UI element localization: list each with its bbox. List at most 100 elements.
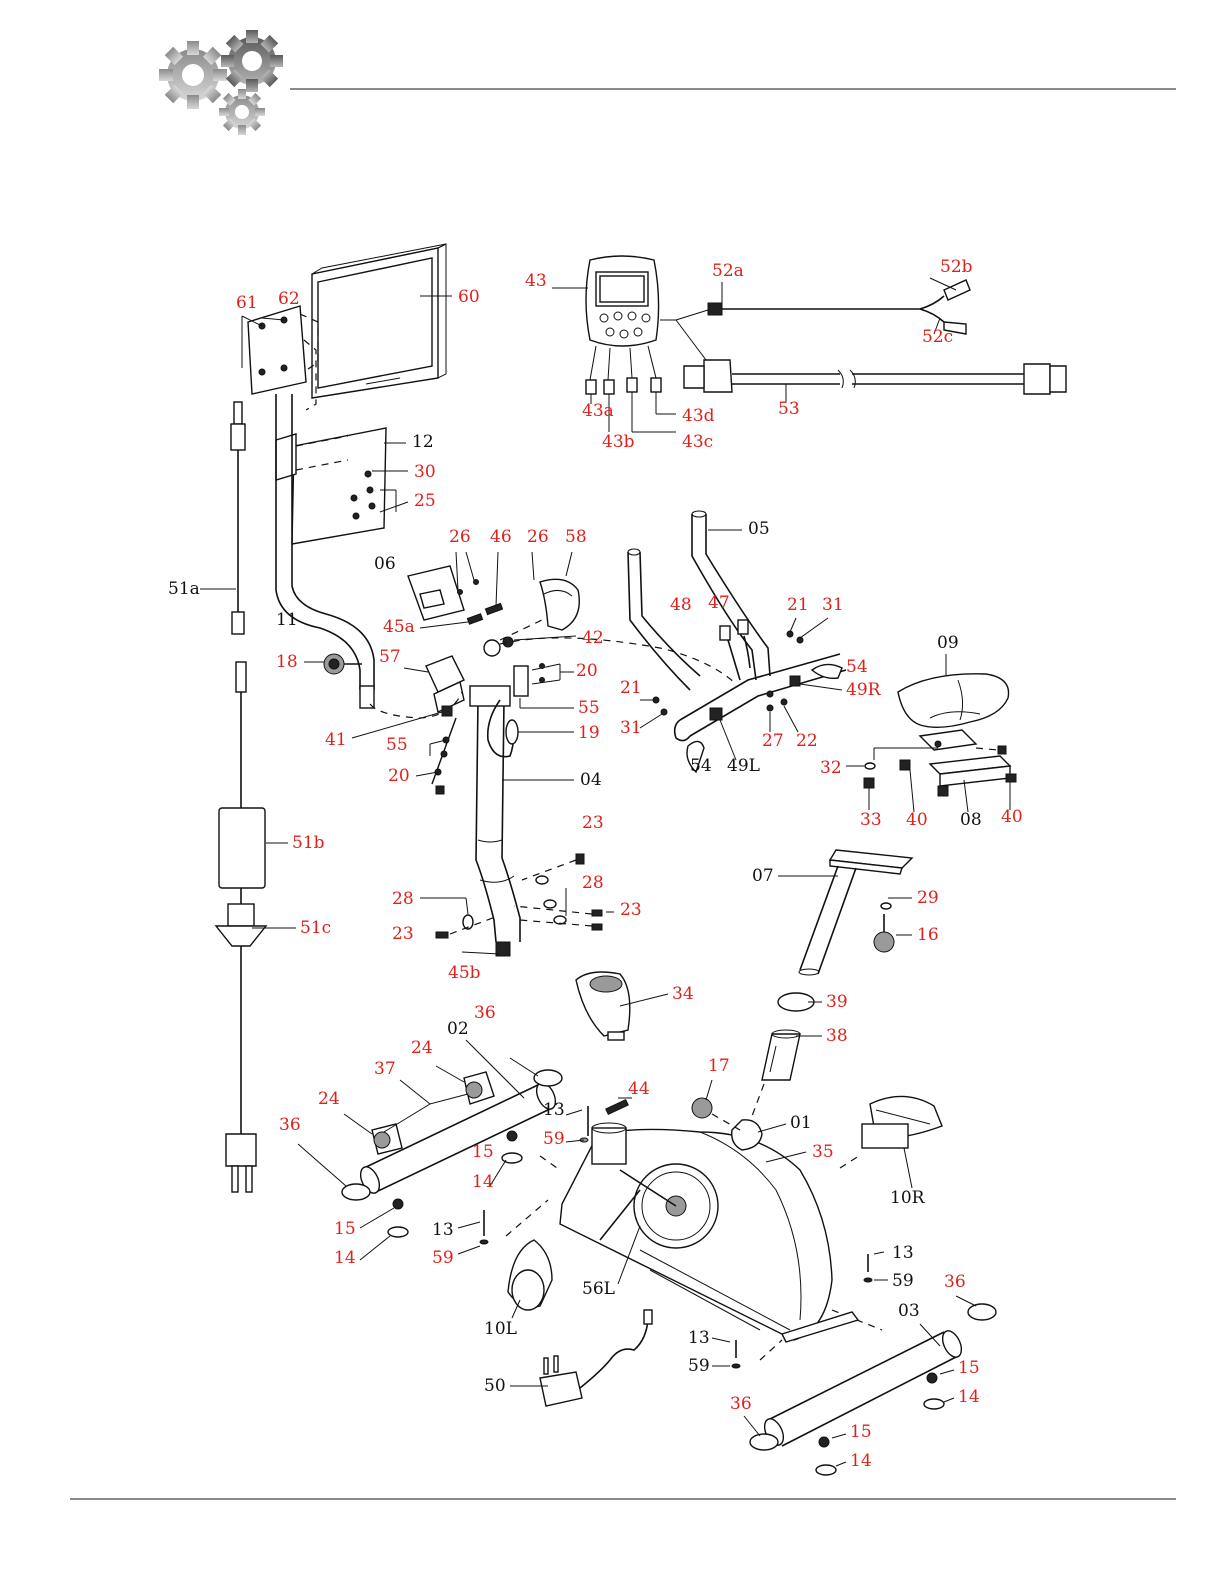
part-label-p54a: 54 bbox=[846, 657, 868, 677]
main-frame-body-part-01 bbox=[505, 1079, 883, 1361]
part-label-p16: 16 bbox=[917, 925, 939, 945]
ac-adapter-part-50 bbox=[539, 1309, 653, 1407]
part-label-p52a: 52a bbox=[712, 261, 744, 281]
seat-slider-part-08 bbox=[846, 747, 1017, 813]
part-label-p37: 37 bbox=[374, 1059, 396, 1079]
part-label-p41: 41 bbox=[325, 730, 347, 750]
part-label-p24a: 24 bbox=[411, 1038, 433, 1058]
rings-part-38-39 bbox=[751, 992, 815, 1117]
part-label-p23a: 23 bbox=[582, 813, 604, 833]
part-label-p55a: 55 bbox=[578, 698, 600, 718]
part-label-p21a: 21 bbox=[787, 595, 809, 615]
part-label-p38: 38 bbox=[826, 1026, 848, 1046]
part-label-p15c: 15 bbox=[958, 1358, 980, 1378]
bolts-washers-part-23-28 bbox=[420, 853, 614, 955]
console-mount-cluster bbox=[351, 551, 580, 795]
part-label-p36c: 36 bbox=[944, 1272, 966, 1292]
part-label-p13d: 13 bbox=[688, 1328, 710, 1348]
bolts-part-13-59 bbox=[457, 1210, 888, 1367]
part-label-p42: 42 bbox=[582, 628, 604, 648]
part-label-p27: 27 bbox=[762, 731, 784, 751]
part-label-p52c: 52c bbox=[922, 327, 953, 347]
front-stabilizer-part-02 bbox=[297, 1039, 563, 1261]
part-label-p22: 22 bbox=[796, 731, 818, 751]
part-label-p15d: 15 bbox=[850, 1422, 872, 1442]
part-label-p59c: 59 bbox=[892, 1271, 914, 1291]
part-label-p58: 58 bbox=[565, 527, 587, 547]
av-cable-part-52 bbox=[675, 277, 971, 335]
monitor-bracket-part bbox=[241, 305, 319, 411]
console-part-43 bbox=[585, 255, 676, 433]
part-label-p21b: 21 bbox=[620, 678, 642, 698]
part-label-p55b: 55 bbox=[386, 735, 408, 755]
part-label-p03: 03 bbox=[898, 1301, 920, 1321]
part-label-p47: 47 bbox=[708, 593, 730, 613]
part-label-p34: 34 bbox=[672, 984, 694, 1004]
part-label-p59a: 59 bbox=[543, 1129, 565, 1149]
part-label-p18: 18 bbox=[276, 652, 298, 672]
part-label-p60: 60 bbox=[458, 287, 480, 307]
part-label-p49R: 49R bbox=[846, 680, 882, 700]
handlebar-part-05 bbox=[499, 510, 847, 774]
part-label-p13a: 13 bbox=[543, 1100, 565, 1120]
cable-part-51a bbox=[230, 401, 246, 635]
part-label-p56L: 56L bbox=[582, 1279, 615, 1299]
part-label-p09: 09 bbox=[937, 633, 959, 653]
part-label-p43: 43 bbox=[525, 271, 547, 291]
pedal-part-10L bbox=[507, 1239, 553, 1319]
part-label-p31b: 31 bbox=[620, 718, 642, 738]
part-label-p07: 07 bbox=[752, 866, 774, 886]
part-label-p45a: 45a bbox=[383, 617, 415, 637]
part-label-p35: 35 bbox=[812, 1142, 834, 1162]
part-label-p05: 05 bbox=[748, 519, 770, 539]
part-label-p32: 32 bbox=[820, 758, 842, 778]
handlebar-post-part-11 bbox=[275, 394, 375, 709]
power-adapter-part-51b bbox=[218, 661, 266, 904]
part-label-p10R: 10R bbox=[890, 1188, 926, 1208]
part-label-p59d: 59 bbox=[688, 1356, 710, 1376]
leader-line-p34 bbox=[619, 993, 669, 1007]
part-label-p23c: 23 bbox=[392, 924, 414, 944]
upright-frame-part-04 bbox=[469, 639, 521, 957]
part-label-p14c: 14 bbox=[958, 1387, 980, 1407]
gears-logo-icon bbox=[159, 30, 283, 135]
part-label-p43d: 43d bbox=[682, 406, 715, 426]
part-label-p04: 04 bbox=[580, 770, 602, 790]
part-label-p50: 50 bbox=[484, 1376, 506, 1396]
part-label-p13c: 13 bbox=[892, 1243, 914, 1263]
part-label-p61: 61 bbox=[236, 293, 258, 313]
part-label-p29: 29 bbox=[917, 888, 939, 908]
part-label-p28a: 28 bbox=[582, 873, 604, 893]
part-label-p26b: 26 bbox=[527, 527, 549, 547]
part-label-p48: 48 bbox=[670, 595, 692, 615]
part-label-p24b: 24 bbox=[318, 1089, 340, 1109]
part-label-p51c: 51c bbox=[300, 918, 331, 938]
part-label-p13b: 13 bbox=[432, 1220, 454, 1240]
part-label-p59b: 59 bbox=[432, 1248, 454, 1268]
pedal-part-10R bbox=[861, 1095, 943, 1189]
part-label-p14a: 14 bbox=[472, 1172, 494, 1192]
part-label-p10L: 10L bbox=[484, 1319, 517, 1339]
part-label-p53: 53 bbox=[778, 399, 800, 419]
part-label-p44: 44 bbox=[628, 1079, 650, 1099]
part-label-p26a: 26 bbox=[449, 527, 471, 547]
part-label-p19: 19 bbox=[578, 723, 600, 743]
part-label-p57: 57 bbox=[379, 647, 401, 667]
part-label-p43c: 43c bbox=[682, 432, 713, 452]
part-label-p49L: 49L bbox=[727, 756, 760, 776]
part-label-p30: 30 bbox=[414, 462, 436, 482]
part-label-p08: 08 bbox=[960, 810, 982, 830]
part-label-p51a: 51a bbox=[168, 579, 200, 599]
part-label-p40b: 40 bbox=[1001, 807, 1023, 827]
part-label-p11: 11 bbox=[276, 610, 298, 630]
part-label-p23b: 23 bbox=[620, 900, 642, 920]
part-label-p45b: 45b bbox=[448, 963, 481, 983]
part-label-p31a: 31 bbox=[822, 595, 844, 615]
part-label-p12: 12 bbox=[412, 432, 434, 452]
part-label-p33: 33 bbox=[860, 810, 882, 830]
part-label-p43b: 43b bbox=[602, 432, 635, 452]
part-label-p02: 02 bbox=[447, 1019, 469, 1039]
knob-part-18 bbox=[304, 653, 362, 675]
